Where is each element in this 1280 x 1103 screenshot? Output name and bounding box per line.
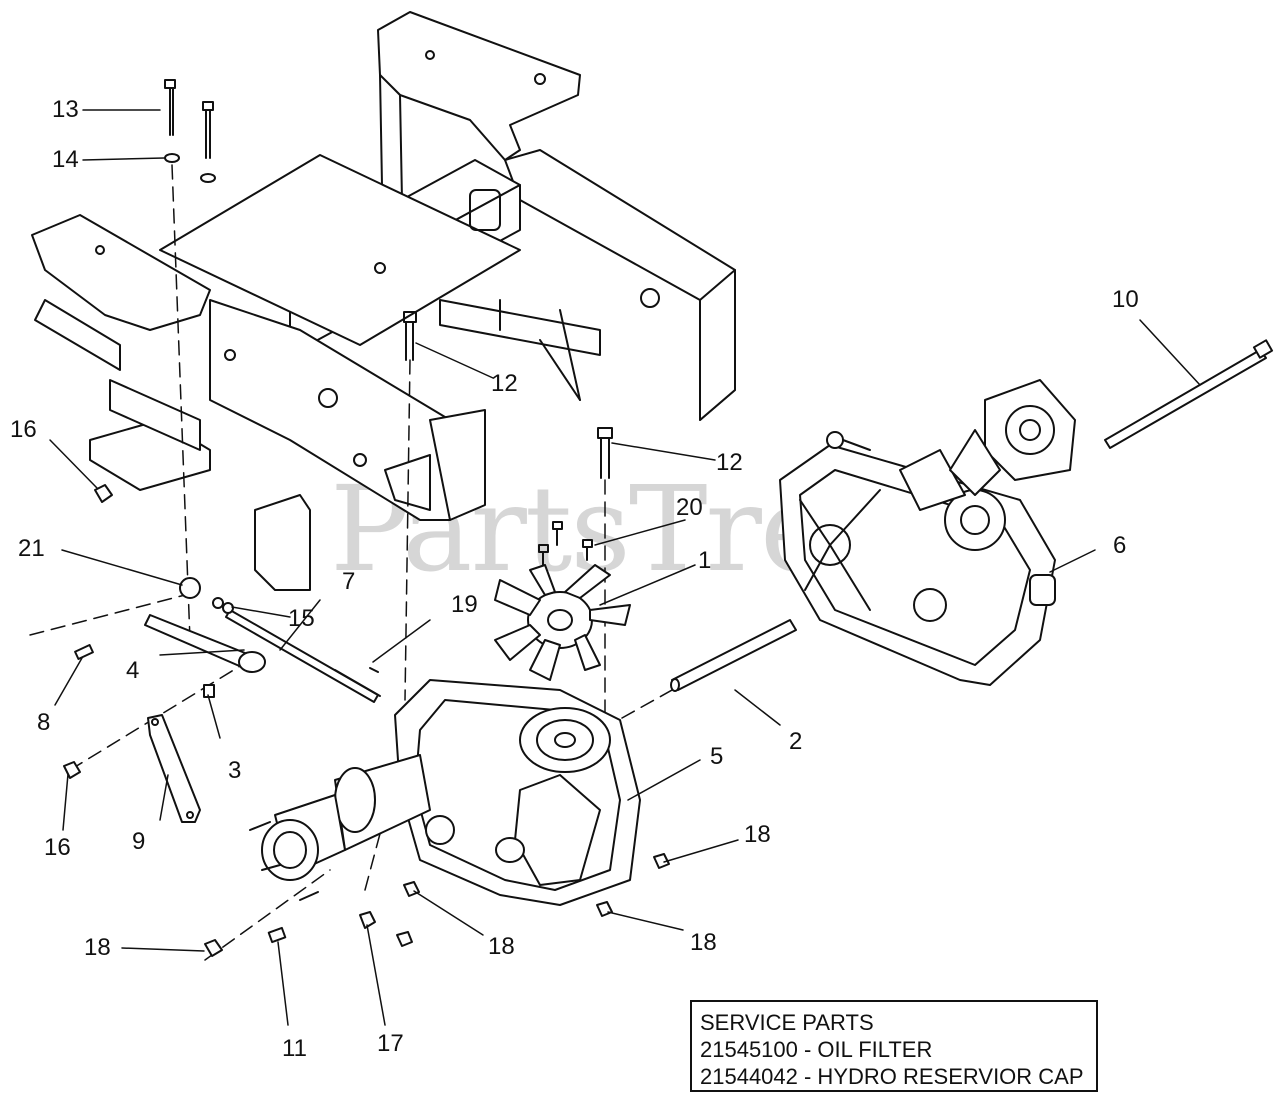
callout-16-upper: 16 [10,416,37,443]
service-part-reservoir-cap: 21544042 - HYDRO RESERVIOR CAP [700,1064,1084,1089]
callout-10: 10 [1112,286,1139,313]
callout-6: 6 [1113,532,1127,559]
callout-14: 14 [52,146,79,173]
transaxle-5 [250,680,640,905]
callout-21: 21 [18,535,45,562]
rod-7 [226,610,380,702]
callout-12-lower: 12 [716,449,743,476]
callout-2: 2 [789,728,803,755]
callout-15: 15 [288,605,315,632]
axle-shaft-2 [671,620,796,691]
callout-12-upper: 12 [491,370,518,397]
service-parts-heading: SERVICE PARTS [700,1010,874,1035]
bolts-13 [165,80,215,182]
leader-lines [50,110,1200,1025]
callout-11: 11 [282,1035,307,1062]
callout-1: 1 [698,547,712,574]
callout-3: 3 [228,757,242,784]
callout-18-right: 18 [744,821,771,848]
callout-18-bottom-right: 18 [690,929,717,956]
callout-8: 8 [37,709,51,736]
callout-20: 20 [676,494,703,521]
callout-9: 9 [132,828,146,855]
callout-16-lower: 16 [44,834,71,861]
callout-5: 5 [710,743,724,770]
callout-17: 17 [377,1030,404,1057]
callout-18-left: 18 [84,934,111,961]
bolts-20 [539,522,592,568]
shaft-10 [1105,340,1272,448]
callout-7: 7 [342,568,356,595]
bolt-12-center [404,312,612,478]
service-part-oil-filter: 21545100 - OIL FILTER [700,1037,933,1062]
bracket-9 [148,715,200,822]
chassis-frame [32,12,735,590]
cooling-fan-1 [495,565,630,680]
callout-18-center: 18 [488,933,515,960]
lever-4 [145,615,265,672]
service-parts-box: SERVICE PARTS 21545100 - OIL FILTER 2154… [690,1000,1098,1092]
transaxle-6 [780,380,1075,685]
callout-4: 4 [126,657,140,684]
callout-19: 19 [451,591,478,618]
callout-13: 13 [52,96,79,123]
